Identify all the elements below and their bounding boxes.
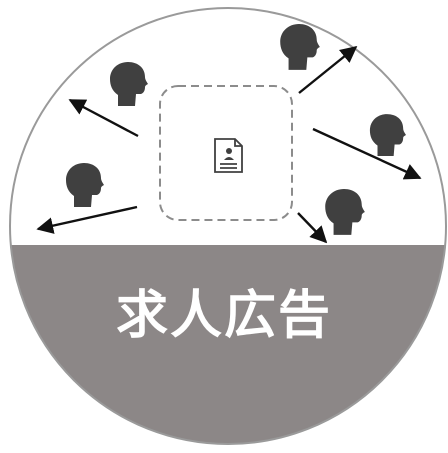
dashed-box bbox=[159, 85, 293, 221]
arrow-lower-left bbox=[36, 205, 138, 234]
arrow-upper-left bbox=[68, 98, 139, 138]
arrow-lower-right bbox=[297, 212, 328, 244]
lower-band bbox=[10, 245, 446, 444]
arrow-right bbox=[312, 127, 422, 180]
document-profile-icon bbox=[214, 138, 243, 173]
circle-border bbox=[9, 7, 447, 445]
caption-job-ad: 求人広告 bbox=[115, 286, 332, 346]
arrow-upper-right bbox=[298, 45, 358, 94]
